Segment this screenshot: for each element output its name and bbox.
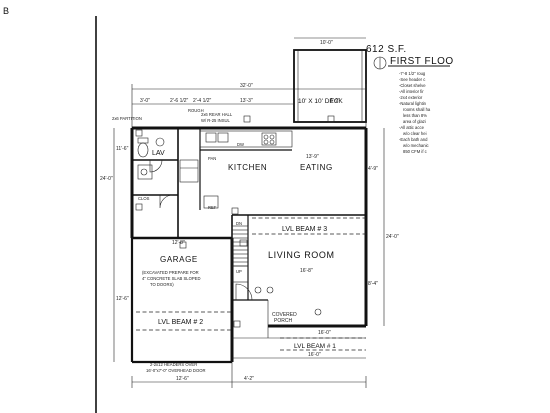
- dim-top-c: 2'-4 1/2": [193, 98, 212, 104]
- title-block: 612 S.F. FIRST FLOO: [366, 44, 454, 70]
- beam-3-label: LVL BEAM # 3: [282, 226, 327, 233]
- note-line: rooms shall ha: [403, 107, 431, 112]
- porch-label: COVERED: [272, 312, 297, 318]
- dim-porch-width: 16'-0": [318, 330, 331, 336]
- header-note-line: 16'-0"x7'-0" OVERHEAD DOOR: [146, 368, 206, 373]
- garage-note-line: (EXCAVATED PREPARE FOR: [142, 270, 199, 275]
- kitchen-fixtures: [179, 130, 293, 209]
- note-line: 850 CFM if c: [403, 149, 427, 154]
- bathroom-fixtures: [137, 137, 165, 180]
- dim-right-overall: 24'-0": [386, 234, 399, 240]
- rear-hall-label: 2x6 REAR HALL: [201, 112, 233, 117]
- note-line: -2x4 exterior: [399, 95, 423, 100]
- lav-label: LAV: [152, 150, 165, 157]
- note-line: -Each bath and: [399, 137, 428, 142]
- ref-label: REF: [208, 205, 217, 210]
- dim-overall-top: 32'-0": [240, 83, 253, 89]
- interior-dimensions: 13'-9" 16'-8" 12'-8" 16'-0": [172, 154, 331, 336]
- note-line: area of glazi: [403, 119, 426, 124]
- title-area: 612 S.F.: [366, 44, 407, 55]
- stair-down-label: DN: [236, 221, 242, 226]
- dim-top-d: 13'-3": [240, 98, 253, 104]
- rear-hall-sublabel: W/ R-25 INSUL: [201, 118, 231, 123]
- dim-top-a: 3'-0": [140, 98, 150, 104]
- general-notes: -7'-8 1/2" roug -See header c -Closet sh…: [399, 71, 431, 154]
- note-line: less than 8%: [403, 113, 427, 118]
- dim-top-e: 8'-9": [330, 98, 340, 104]
- dim-bottom-c: 16'-0": [308, 352, 321, 358]
- room-labels: 2x6 REAR HALL W/ R-25 INSUL ROUGH 2x6 PA…: [112, 108, 335, 324]
- dim-side-a: 11'-6": [116, 146, 129, 152]
- doors: [149, 159, 322, 316]
- dim-garage-width: 12'-8": [172, 240, 185, 246]
- deck: 10'-0" 10' X 10' DECK: [293, 37, 367, 123]
- partition-label: 2x6 PARTITION: [112, 116, 142, 121]
- garage-note-line: TO DOORS): [150, 282, 174, 287]
- dim-side-c: 4'-9": [368, 166, 378, 172]
- dim-living-width: 16'-8": [300, 268, 313, 274]
- dim-left-overall: 24'-0": [100, 176, 113, 182]
- title-floor: FIRST FLOO: [390, 56, 454, 67]
- window-tags: [135, 115, 251, 328]
- stair-up-label: UP: [236, 269, 242, 274]
- header-note-line: 2-2x12 HEADERS OVER: [150, 362, 197, 367]
- beam-1-label: LVL BEAM # 1: [294, 343, 336, 350]
- eating-label: EATING: [300, 163, 333, 172]
- pan-label: PAN: [208, 156, 216, 161]
- rough-label: ROUGH: [188, 108, 204, 113]
- note-line: -All interior fir: [399, 89, 424, 94]
- dim-kitchen-width: 13'-9": [306, 154, 319, 160]
- note-line: -Closet shelve: [399, 83, 426, 88]
- beams: LVL BEAM # 3 LVL BEAM # 2 LVL BEAM # 1: [136, 217, 366, 351]
- side-dimensions: 24'-0" 11'-6" 12'-6" 24'-0" 4'-9" 8'-4": [100, 128, 399, 362]
- kitchen-label: KITCHEN: [228, 163, 267, 172]
- garage-label: GARAGE: [160, 255, 198, 264]
- dim-side-d: 8'-4": [368, 281, 378, 287]
- corner-mark: B: [3, 6, 9, 16]
- dim-bottom-b: 4'-2": [244, 376, 254, 382]
- top-dimensions: 32'-0" 3'-0" 2'-6 1/2" 2'-4 1/2" 13'-3" …: [131, 83, 367, 128]
- dim-bottom-a: 12'-6": [176, 376, 189, 382]
- note-line: -See header c: [399, 77, 425, 82]
- note-line: -Natural lightin: [399, 101, 427, 106]
- deck-label: 10' X 10' DECK: [298, 98, 343, 105]
- note-line: w/o mechanic: [403, 143, 429, 148]
- note-line: -All attic acce: [399, 125, 425, 130]
- beam-2-label: LVL BEAM # 2: [158, 319, 203, 326]
- note-line: w/o clear hei: [403, 131, 427, 136]
- stairs: [231, 225, 249, 283]
- dw-label: DW: [237, 142, 244, 147]
- living-room-label: LIVING ROOM: [268, 250, 335, 260]
- dim-top-b: 2'-6 1/2": [170, 98, 189, 104]
- bottom-dimensions: 12'-6" 4'-2" 16'-0": [131, 352, 367, 388]
- porch-label-2: PORCH: [274, 318, 292, 324]
- garage-notes: (EXCAVATED PREPARE FOR 4" CONCRETE SLAB …: [142, 270, 206, 373]
- dim-deck: 10'-0": [320, 40, 333, 46]
- garage-note-line: 4" CONCRETE SLAB SLOPED: [142, 276, 201, 281]
- closet-label: CLOS: [138, 196, 150, 201]
- dim-side-b: 12'-6": [116, 296, 129, 302]
- note-line: -7'-8 1/2" roug: [399, 71, 426, 76]
